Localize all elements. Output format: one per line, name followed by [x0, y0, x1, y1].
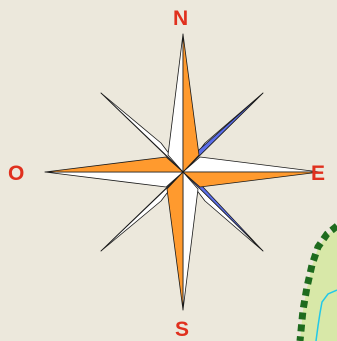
land-region — [300, 226, 337, 341]
west-spike-orange — [45, 157, 183, 172]
west-spike-light — [45, 172, 183, 187]
south-spike-light — [183, 172, 198, 310]
south-label: S — [175, 319, 189, 340]
compass-rose — [45, 34, 320, 310]
north-spike-orange — [183, 34, 199, 172]
west-label: O — [8, 163, 24, 184]
east-label: E — [311, 163, 325, 184]
east-spike-orange — [183, 172, 320, 187]
north-spike-light — [168, 34, 183, 172]
north-label: N — [173, 8, 188, 29]
east-spike-light — [183, 157, 320, 172]
south-spike-orange — [167, 172, 183, 310]
